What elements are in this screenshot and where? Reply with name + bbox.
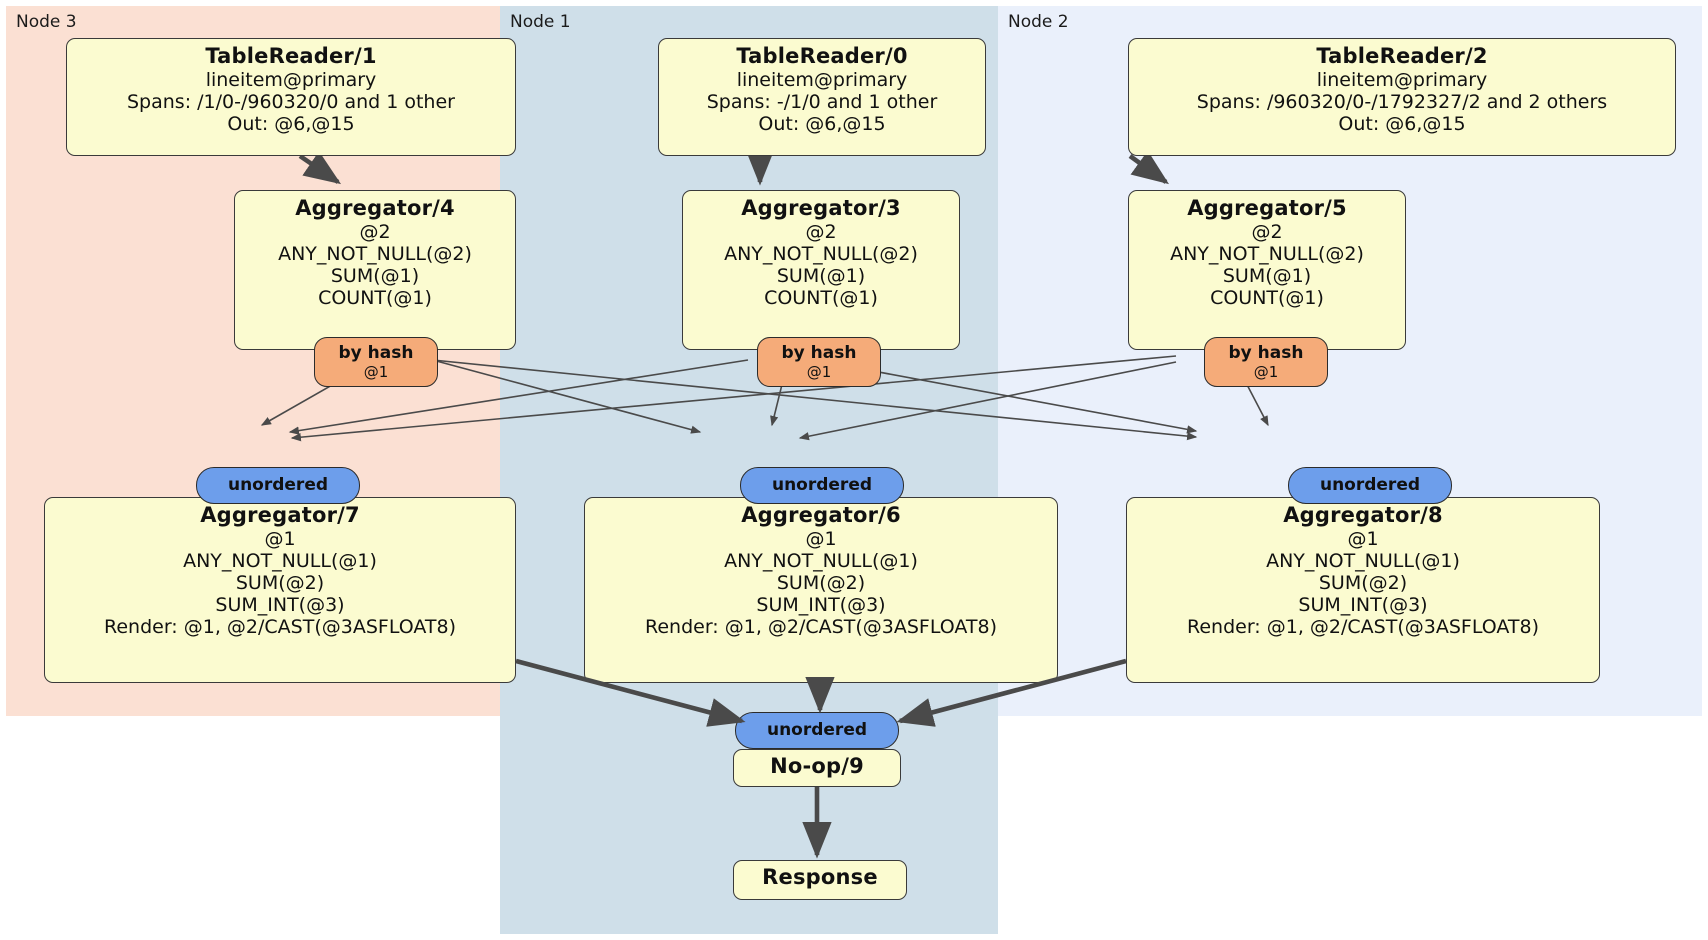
processor-detail: ANY_NOT_NULL(@1) xyxy=(183,549,377,572)
processor-title: Aggregator/7 xyxy=(200,503,360,527)
processor-response[interactable]: Response xyxy=(733,860,907,900)
processor-detail: Spans: -/1/0 and 1 other xyxy=(706,90,938,113)
processor-detail: @2 xyxy=(359,220,391,243)
processor-table-reader-0[interactable]: TableReader/0 lineitem@primary Spans: -/… xyxy=(658,38,986,156)
processor-aggregator-6[interactable]: Aggregator/6 @1 ANY_NOT_NULL(@1) SUM(@2)… xyxy=(584,497,1058,683)
router-hash-right[interactable]: by hash @1 xyxy=(1204,337,1328,387)
processor-detail: Out: @6,@15 xyxy=(227,113,355,135)
processor-detail: lineitem@primary xyxy=(205,68,377,91)
processor-title: TableReader/0 xyxy=(736,44,908,68)
stream-unordered-right[interactable]: unordered xyxy=(1288,467,1452,504)
processor-aggregator-7[interactable]: Aggregator/7 @1 ANY_NOT_NULL(@1) SUM(@2)… xyxy=(44,497,516,683)
processor-detail: ANY_NOT_NULL(@2) xyxy=(1170,242,1364,265)
processor-detail: @2 xyxy=(805,220,837,243)
processor-detail: COUNT(@1) xyxy=(1210,287,1324,310)
router-caption: by hash xyxy=(781,342,857,363)
processor-detail: Spans: /1/0-/960320/0 and 1 other xyxy=(127,90,455,113)
processor-detail: @2 xyxy=(1251,220,1283,243)
processor-detail: SUM(@1) xyxy=(1222,265,1312,287)
node-label-node3: Node 3 xyxy=(16,12,77,32)
processor-detail: ANY_NOT_NULL(@2) xyxy=(724,242,918,265)
processor-detail: COUNT(@1) xyxy=(764,287,878,310)
processor-detail: SUM_INT(@3) xyxy=(1298,594,1428,617)
stream-caption: unordered xyxy=(766,720,868,741)
processor-detail: COUNT(@1) xyxy=(318,287,432,310)
processor-table-reader-2[interactable]: TableReader/2 lineitem@primary Spans: /9… xyxy=(1128,38,1676,156)
processor-table-reader-1[interactable]: TableReader/1 lineitem@primary Spans: /1… xyxy=(66,38,516,156)
processor-title: Aggregator/3 xyxy=(741,196,901,220)
processor-detail: @1 xyxy=(1347,527,1379,550)
processor-detail: lineitem@primary xyxy=(1316,68,1488,91)
processor-detail: SUM(@1) xyxy=(330,265,420,287)
node-label-node2: Node 2 xyxy=(1008,12,1069,32)
processor-noop-9[interactable]: No-op/9 xyxy=(733,749,901,787)
router-hash-left[interactable]: by hash @1 xyxy=(314,337,438,387)
processor-detail: @1 xyxy=(264,527,296,550)
processor-detail: Out: @6,@15 xyxy=(758,113,886,135)
processor-aggregator-8[interactable]: Aggregator/8 @1 ANY_NOT_NULL(@1) SUM(@2)… xyxy=(1126,497,1600,683)
stream-unordered-left[interactable]: unordered xyxy=(196,467,360,504)
router-caption: by hash xyxy=(338,342,414,363)
router-detail: @1 xyxy=(363,362,389,381)
processor-detail: SUM_INT(@3) xyxy=(756,594,886,617)
stream-unordered-center[interactable]: unordered xyxy=(740,467,904,504)
stream-caption: unordered xyxy=(771,475,873,496)
processor-detail: lineitem@primary xyxy=(736,68,908,91)
processor-detail: Render: @1, @2/CAST(@3ASFLOAT8) xyxy=(1187,616,1539,639)
processor-detail: Spans: /960320/0-/1792327/2 and 2 others xyxy=(1196,90,1608,113)
processor-aggregator-3[interactable]: Aggregator/3 @2 ANY_NOT_NULL(@2) SUM(@1)… xyxy=(682,190,960,350)
processor-detail: ANY_NOT_NULL(@1) xyxy=(1266,549,1460,572)
processor-detail: SUM(@2) xyxy=(1318,572,1408,594)
processor-detail: Render: @1, @2/CAST(@3ASFLOAT8) xyxy=(104,616,456,639)
processor-detail: SUM(@2) xyxy=(235,572,325,594)
router-detail: @1 xyxy=(1253,362,1279,381)
processor-title: Response xyxy=(762,865,878,889)
processor-title: Aggregator/4 xyxy=(295,196,455,220)
processor-title: Aggregator/8 xyxy=(1283,503,1443,527)
processor-aggregator-5[interactable]: Aggregator/5 @2 ANY_NOT_NULL(@2) SUM(@1)… xyxy=(1128,190,1406,350)
processor-title: TableReader/2 xyxy=(1316,44,1488,68)
processor-detail: ANY_NOT_NULL(@2) xyxy=(278,242,472,265)
processor-detail: SUM(@1) xyxy=(776,265,866,287)
stream-unordered-final[interactable]: unordered xyxy=(735,712,899,749)
processor-title: Aggregator/6 xyxy=(741,503,901,527)
node-label-node1: Node 1 xyxy=(510,12,571,32)
router-detail: @1 xyxy=(806,362,832,381)
router-caption: by hash xyxy=(1228,342,1304,363)
processor-detail: SUM(@2) xyxy=(776,572,866,594)
processor-detail: @1 xyxy=(805,527,837,550)
processor-aggregator-4[interactable]: Aggregator/4 @2 ANY_NOT_NULL(@2) SUM(@1)… xyxy=(234,190,516,350)
router-hash-center[interactable]: by hash @1 xyxy=(757,337,881,387)
stream-caption: unordered xyxy=(1319,475,1421,496)
processor-title: No-op/9 xyxy=(770,754,864,778)
stream-caption: unordered xyxy=(227,475,329,496)
processor-title: Aggregator/5 xyxy=(1187,196,1347,220)
processor-title: TableReader/1 xyxy=(205,44,377,68)
processor-detail: Render: @1, @2/CAST(@3ASFLOAT8) xyxy=(645,616,997,639)
processor-detail: Out: @6,@15 xyxy=(1338,113,1466,135)
processor-detail: SUM_INT(@3) xyxy=(215,594,345,617)
processor-detail: ANY_NOT_NULL(@1) xyxy=(724,549,918,572)
